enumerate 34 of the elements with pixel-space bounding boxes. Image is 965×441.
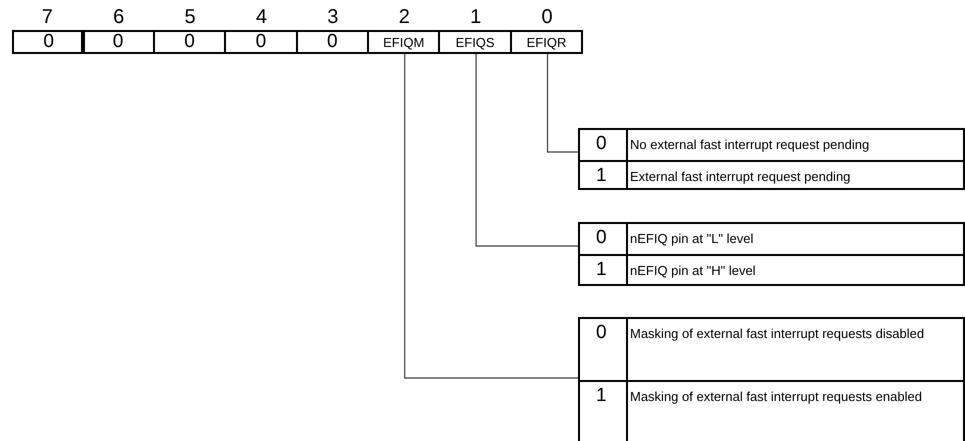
register-bit-cell: 0 bbox=[152, 30, 226, 54]
bit-number: 4 bbox=[256, 6, 268, 28]
bit-value: 0 bbox=[596, 134, 607, 154]
register-bit-cell: 0 bbox=[224, 30, 298, 54]
bit-number: 0 bbox=[542, 6, 553, 28]
leader-line bbox=[404, 54, 578, 379]
register-bit-cell: 0 bbox=[12, 30, 86, 54]
register-bit-cell: EFIQS bbox=[438, 30, 512, 54]
value-description: Masking of external fast interrupt requests enabled bbox=[630, 388, 923, 406]
bit-number: 3 bbox=[327, 6, 338, 28]
bit-number: 1 bbox=[470, 6, 482, 28]
bit-number: 6 bbox=[113, 6, 124, 28]
bit-number: 7 bbox=[42, 6, 53, 28]
value-description: Masking of external fast interrupt requests disabled bbox=[630, 325, 926, 343]
bit-value: 0 bbox=[596, 228, 607, 248]
bit-value: 1 bbox=[596, 166, 607, 186]
value-description: External fast interrupt request pending bbox=[630, 168, 852, 186]
value-description: nEFIQ pin at "H" level bbox=[630, 262, 757, 280]
value-table bbox=[578, 222, 965, 286]
value-description: nEFIQ pin at "L" level bbox=[630, 230, 754, 248]
register-bit-cell: 0 bbox=[296, 30, 369, 54]
bit-value: 1 bbox=[596, 386, 607, 406]
bit-number: 2 bbox=[398, 6, 410, 28]
leader-line bbox=[546, 54, 578, 153]
register-bit-cell: 0 bbox=[81, 30, 155, 54]
bit-value: 0 bbox=[596, 323, 607, 343]
value-table bbox=[578, 317, 965, 441]
register-bit-cell: EFIQM bbox=[367, 30, 440, 54]
register-bit-cell: EFIQR bbox=[510, 30, 584, 54]
bit-value: 1 bbox=[596, 260, 607, 280]
leader-line bbox=[476, 54, 578, 247]
value-table bbox=[578, 128, 965, 190]
bit-number: 5 bbox=[184, 6, 196, 28]
value-description: No external fast interrupt request pending bbox=[630, 136, 870, 154]
